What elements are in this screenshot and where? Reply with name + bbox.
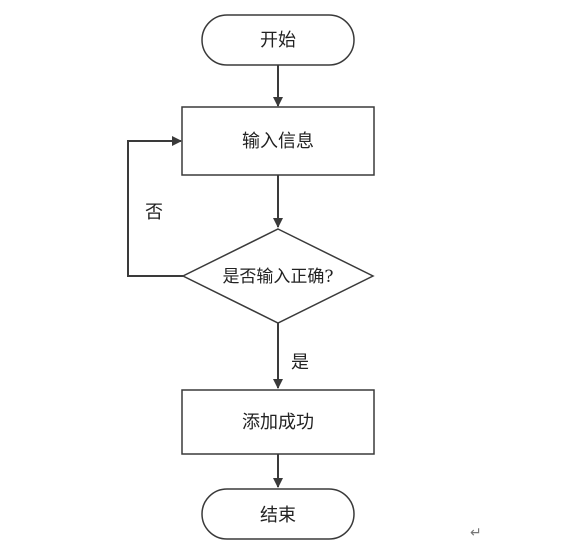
- paragraph-mark-icon: ↵: [470, 525, 482, 541]
- input-node: 输入信息: [181, 106, 375, 176]
- decision-node: 是否输入正确?: [181, 228, 375, 324]
- input-label: 输入信息: [242, 131, 314, 152]
- end-node: 结束: [201, 488, 355, 540]
- edge-yes-label: 是: [291, 352, 309, 373]
- success-label: 添加成功: [242, 412, 314, 433]
- decision-label: 是否输入正确?: [222, 267, 333, 287]
- end-label: 结束: [260, 505, 296, 526]
- start-node: 开始: [201, 14, 355, 66]
- edge-no-loop: [127, 136, 183, 277]
- success-node: 添加成功: [181, 389, 375, 455]
- start-label: 开始: [260, 30, 296, 51]
- edge-no-label: 否: [145, 202, 163, 223]
